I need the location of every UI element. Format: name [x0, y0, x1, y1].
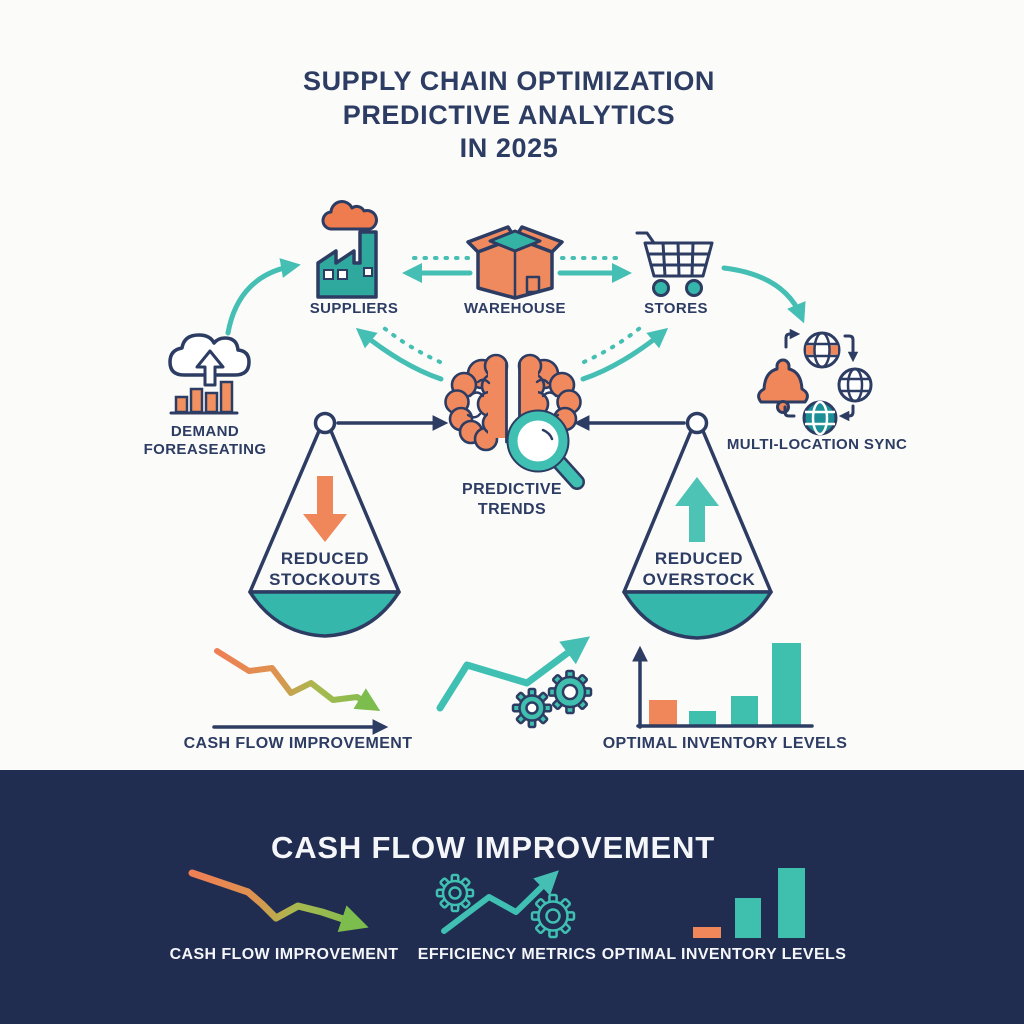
up-arrow-icon — [675, 477, 719, 542]
right-scale-label-line-1: REDUCED — [654, 549, 744, 568]
sync-label: MULTI-LOCATION SYNC — [726, 436, 908, 453]
arrow-stores-to-sync — [721, 265, 806, 324]
magnifier-icon — [506, 409, 585, 490]
inventory-chart — [632, 643, 814, 729]
down-arrow-icon — [303, 476, 347, 542]
cashflow-chart-label: CASH FLOW IMPROVEMENT — [183, 735, 413, 752]
warehouse-label: WAREHOUSE — [464, 300, 566, 317]
title-line-1: SUPPLY CHAIN OPTIMIZATION — [302, 66, 716, 96]
cashflow-chart — [212, 648, 389, 735]
brain-icon — [444, 353, 585, 490]
title-line-3: IN 2025 — [459, 133, 559, 163]
arrow-brain-to-stores — [580, 327, 669, 382]
globe-right-icon — [837, 367, 873, 403]
footer-band — [0, 770, 1024, 1024]
sync-icon — [757, 328, 873, 436]
footer-title: CASH FLOW IMPROVEMENT — [271, 830, 715, 865]
scale-left — [248, 411, 401, 638]
predictive-label-line-1: PREDICTIVE — [461, 481, 563, 498]
demand-label-line-1: DEMAND — [170, 423, 240, 440]
left-scale-label-line-1: REDUCED — [280, 549, 370, 568]
efficiency-chart — [436, 636, 593, 729]
arrow-demand-to-suppliers — [225, 258, 301, 336]
footer-inventory-label: OPTIMAL INVENTORY LEVELS — [601, 946, 847, 963]
arrow-brain-to-suppliers — [355, 327, 444, 382]
gear-large-icon — [547, 669, 593, 715]
title-line-2: PREDICTIVE ANALYTICS — [342, 100, 676, 130]
stores-label: STORES — [644, 300, 708, 317]
warehouse-icon — [466, 225, 564, 300]
suppliers-label: SUPPLIERS — [309, 300, 399, 317]
footer-cashflow-label: CASH FLOW IMPROVEMENT — [169, 946, 399, 963]
predictive-label-line-2: TRENDS — [477, 501, 547, 518]
demand-forecast-icon — [168, 333, 251, 415]
left-scale-label-line-2: STOCKOUTS — [269, 570, 381, 589]
demand-label-line-2: FOREASEATING — [143, 441, 267, 458]
factory-icon — [316, 200, 378, 299]
globe-bottom-icon — [802, 400, 838, 436]
right-scale-label-line-2: OVERSTOCK — [642, 570, 756, 589]
bell-icon — [757, 358, 809, 414]
inventory-chart-label: OPTIMAL INVENTORY LEVELS — [602, 735, 848, 752]
sync-cycle-arrows — [783, 328, 859, 422]
cart-icon — [635, 231, 714, 297]
dotted-brain-stores — [582, 326, 642, 364]
globe-top-icon — [803, 331, 841, 369]
dotted-brain-suppliers — [382, 326, 442, 364]
footer-efficiency-label: EFFICIENCY METRICS — [417, 946, 597, 963]
gear-small-icon — [511, 687, 553, 729]
flow-arrows — [225, 256, 806, 382]
